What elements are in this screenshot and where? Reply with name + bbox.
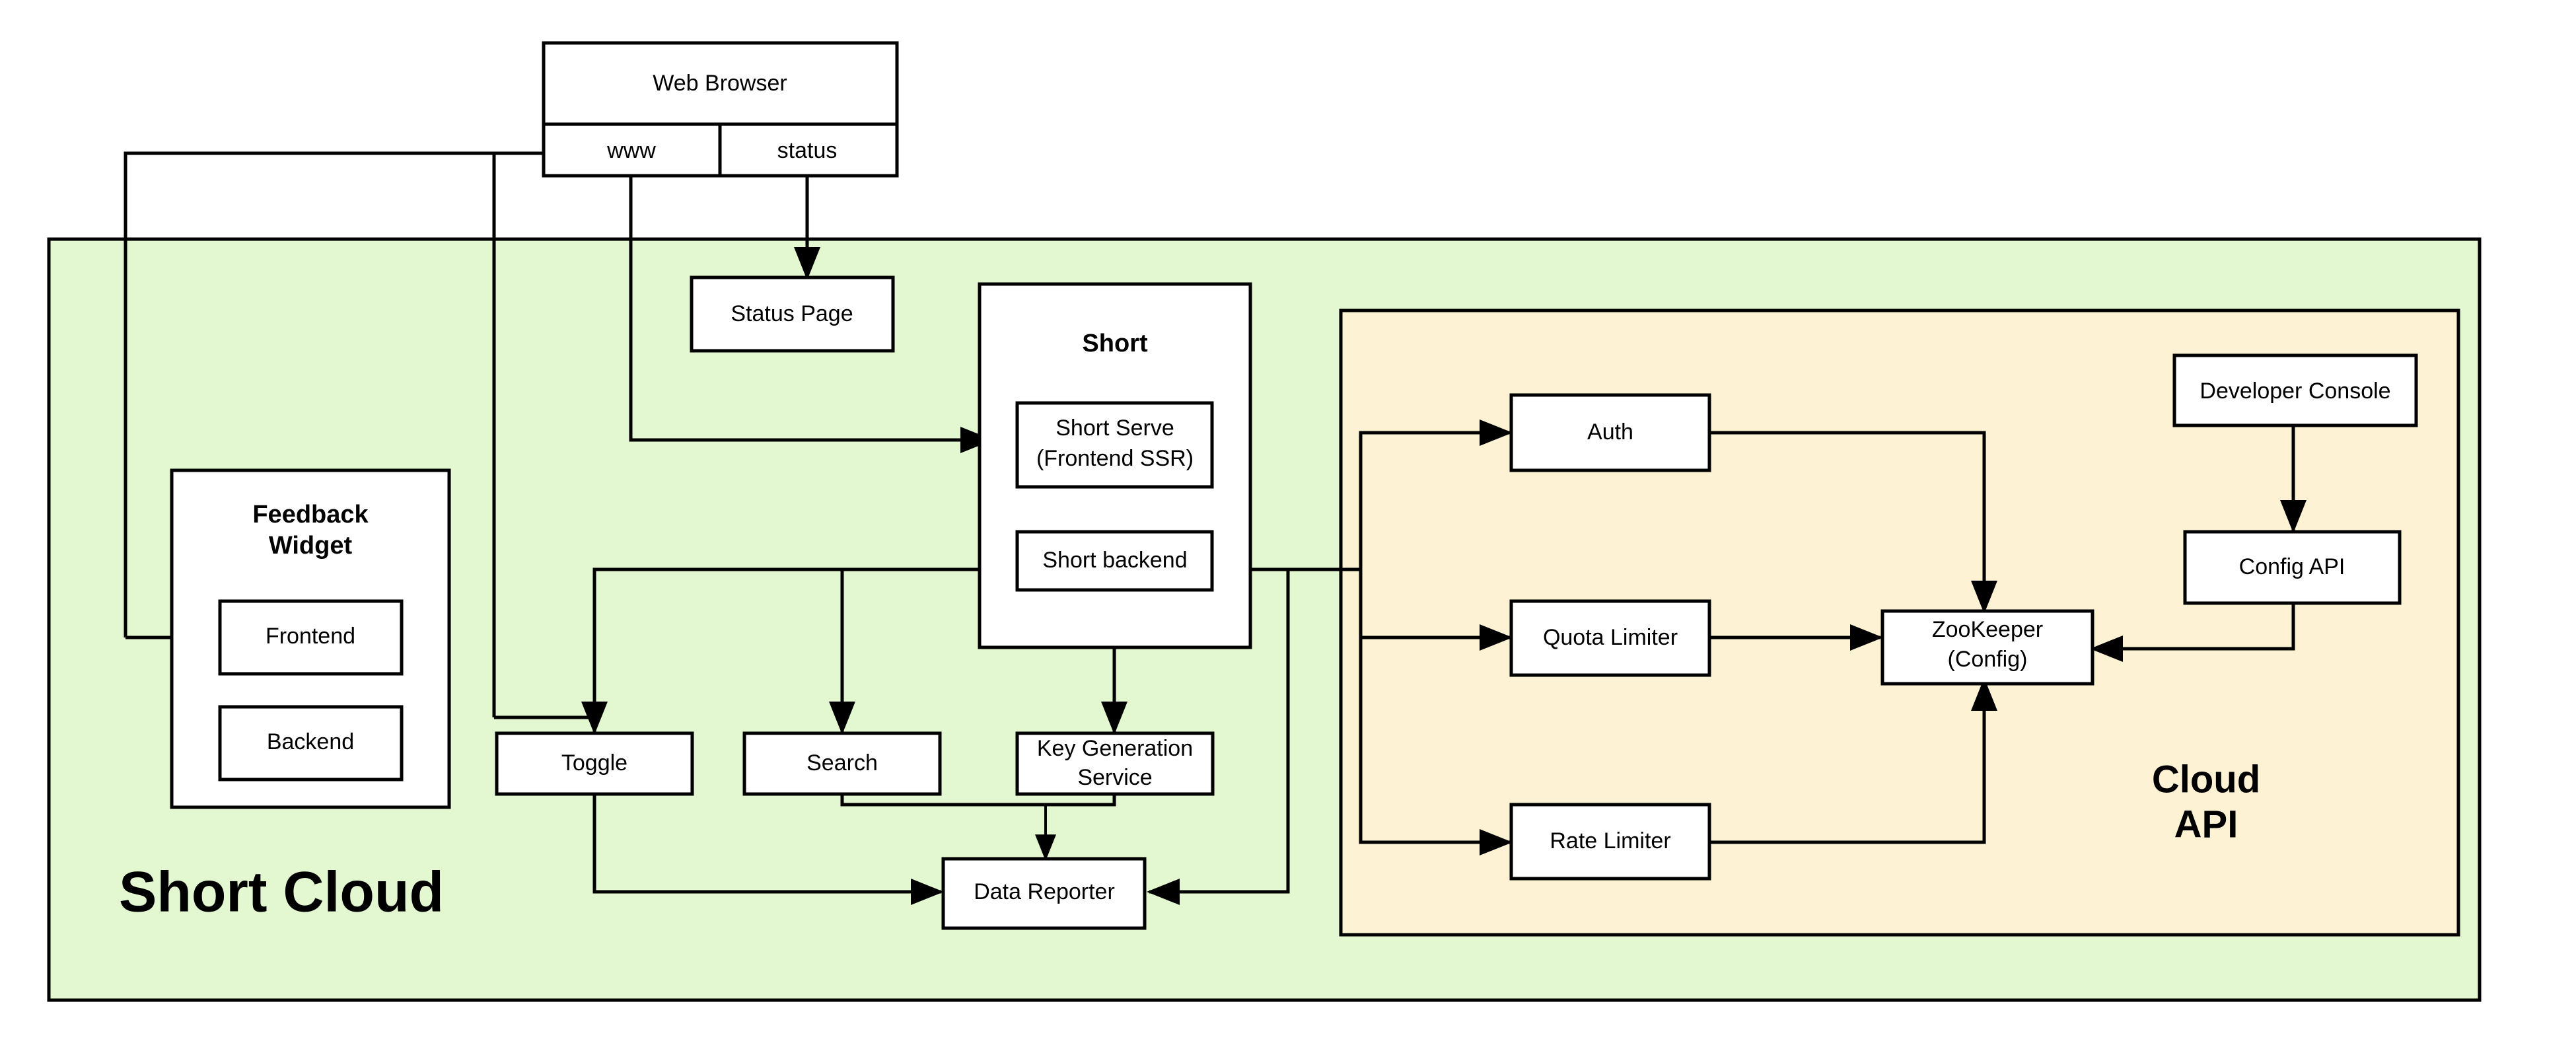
group-short: Short Short Serve (Frontend SSR) Short b… (978, 282, 1252, 649)
developer-console-label: Developer Console (2200, 379, 2390, 404)
edge-short-backend-to-data-reporter (1146, 569, 1290, 905)
node-status-page[interactable]: Status Page (690, 275, 895, 353)
zookeeper-label-line2: (Config) (1948, 647, 2028, 672)
browser-tab-www[interactable]: www (606, 138, 656, 163)
short-serve-label-line2: (Frontend SSR) (1036, 446, 1194, 471)
status-page-label: Status Page (731, 301, 853, 326)
key-gen-label-line1: Key Generation (1037, 736, 1193, 761)
edge-config-api-to-zookeeper (2089, 603, 2295, 662)
node-developer-console[interactable]: Developer Console (2172, 353, 2418, 427)
group-feedback-widget: Feedback Widget Frontend Backend (170, 468, 451, 809)
config-api-label: Config API (2239, 554, 2345, 579)
backend-label: Backend (267, 729, 354, 754)
node-config-api[interactable]: Config API (2183, 530, 2402, 605)
node-rate-limiter[interactable]: Rate Limiter (1509, 803, 1711, 881)
edge-toggle-to-data-reporter (592, 770, 945, 905)
quota-limiter-label: Quota Limiter (1543, 625, 1678, 650)
node-search[interactable]: Search (742, 731, 942, 796)
edge-short-backend-left-rail (592, 567, 1017, 717)
node-quota-limiter[interactable]: Quota Limiter (1509, 599, 1711, 677)
auth-label: Auth (1587, 419, 1633, 445)
node-zookeeper-config[interactable]: ZooKeeper (Config) (1880, 609, 2094, 686)
zone-title-short-cloud: Short Cloud (119, 861, 444, 924)
node-frontend[interactable]: Frontend (218, 599, 404, 676)
group-web-browser: Web Browser www status (542, 41, 899, 178)
data-reporter-label: Data Reporter (974, 879, 1115, 904)
web-browser-title: Web Browser (653, 71, 787, 96)
toggle-label: Toggle (561, 750, 627, 776)
edge-rail-up-to-auth (1359, 419, 1513, 569)
zookeeper-label-line1: ZooKeeper (1932, 617, 2043, 642)
edge-auth-to-zookeeper (1708, 431, 1997, 614)
node-backend[interactable]: Backend (218, 705, 404, 781)
search-label: Search (806, 750, 878, 776)
short-group-title: Short (1082, 330, 1148, 357)
edge-rate-to-zookeeper (1708, 677, 1997, 844)
edge-www-to-toggle (492, 151, 544, 717)
zone-title-cloud-api-line2: API (2174, 803, 2238, 846)
feedback-widget-title-line1: Feedback (252, 501, 369, 528)
frontend-label: Frontend (266, 624, 355, 649)
node-key-generation-service[interactable]: Key Generation Service (1015, 731, 1215, 796)
zone-title-cloud-api-line1: Cloud (2152, 758, 2260, 801)
node-short-serve[interactable]: Short Serve (Frontend SSR) (1015, 401, 1214, 489)
edge-www-to-short-serve (629, 176, 994, 453)
feedback-widget-title-line2: Widget (269, 532, 353, 560)
node-auth[interactable]: Auth (1509, 393, 1711, 472)
rate-limiter-label: Rate Limiter (1550, 828, 1670, 853)
key-gen-label-line2: Service (1077, 765, 1152, 790)
node-toggle[interactable]: Toggle (495, 731, 694, 796)
edge-rail-down-to-rate (1359, 569, 1513, 855)
short-backend-label: Short backend (1042, 548, 1187, 573)
short-serve-label-line1: Short Serve (1055, 416, 1174, 441)
node-short-backend[interactable]: Short backend (1015, 530, 1214, 592)
browser-tab-status[interactable]: status (777, 138, 838, 163)
node-data-reporter[interactable]: Data Reporter (941, 857, 1147, 930)
edge-www-to-frontend (124, 151, 544, 637)
